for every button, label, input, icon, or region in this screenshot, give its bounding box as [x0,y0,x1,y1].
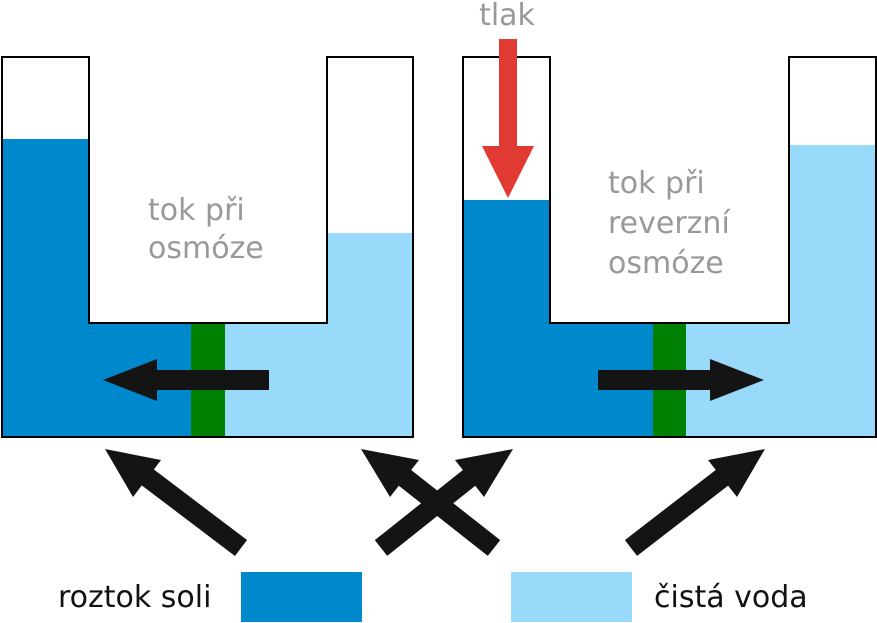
right-flow-arrow-shaft [598,370,718,390]
left-inner-divider [89,57,327,323]
right-tank-label-line3: osmóze [608,246,724,281]
left-tank-outline [1,56,414,438]
right-flow-arrow-head [710,359,764,401]
right-tank-label-line1: tok při [608,166,705,201]
pressure-arrow: tlak [479,0,536,198]
pressure-label: tlak [479,0,535,33]
left-tank-label-line1: tok při [148,193,245,228]
left-flow-arrow-head [103,359,157,401]
right-tank-label-line2: reverzní [608,206,731,241]
legend-pointer-arrows [105,449,765,556]
left-tank-label-line2: osmóze [148,231,264,266]
water-to-right-arrow [624,449,765,556]
right-inner-divider [550,57,789,323]
left-flow-arrow-shaft [148,370,269,390]
pressure-arrow-shaft [499,39,517,152]
legend-salt-label: roztok soli [58,580,211,615]
right-flow-arrow [598,359,764,401]
left-flow-arrow [103,359,269,401]
legend-salt-swatch [241,572,362,622]
left-tank: tok při osmóze [1,56,414,438]
salt-to-left-arrow [105,449,248,556]
right-tank: tok při reverzní osmóze [462,56,877,438]
right-tank-outline [462,56,877,438]
legend-water-swatch [511,572,632,622]
legend: roztok soli čistá voda [58,572,808,622]
salt-to-right-arrow [374,449,513,556]
legend-water-label: čistá voda [654,580,808,615]
pressure-arrow-head [482,146,534,198]
